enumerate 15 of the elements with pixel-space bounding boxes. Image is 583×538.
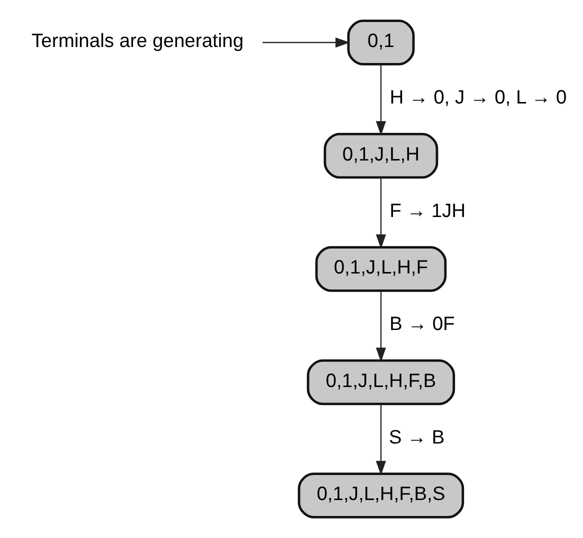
node-box: 0,1,J,L,H,F,B [306,359,456,406]
arrow [376,404,386,476]
edge-label: S → B [388,427,445,448]
arrow [376,64,386,136]
node-box: 0,1,J,L,H [324,132,438,179]
arrow [376,178,386,249]
node-box: 0,1,J,L,H,F [315,246,447,292]
edge-label: H → 0, J → 0, L → 0 [390,88,567,109]
node-box: 0,1,J,L,H,F,B,S [298,472,464,518]
edge-label: F → 1JH [390,200,466,222]
node-text: Terminals are generating [32,31,244,52]
arrow [262,37,350,48]
arrow [376,291,386,362]
edge-label: B → 0F [390,314,455,336]
node-box: 0,1 [347,20,415,66]
